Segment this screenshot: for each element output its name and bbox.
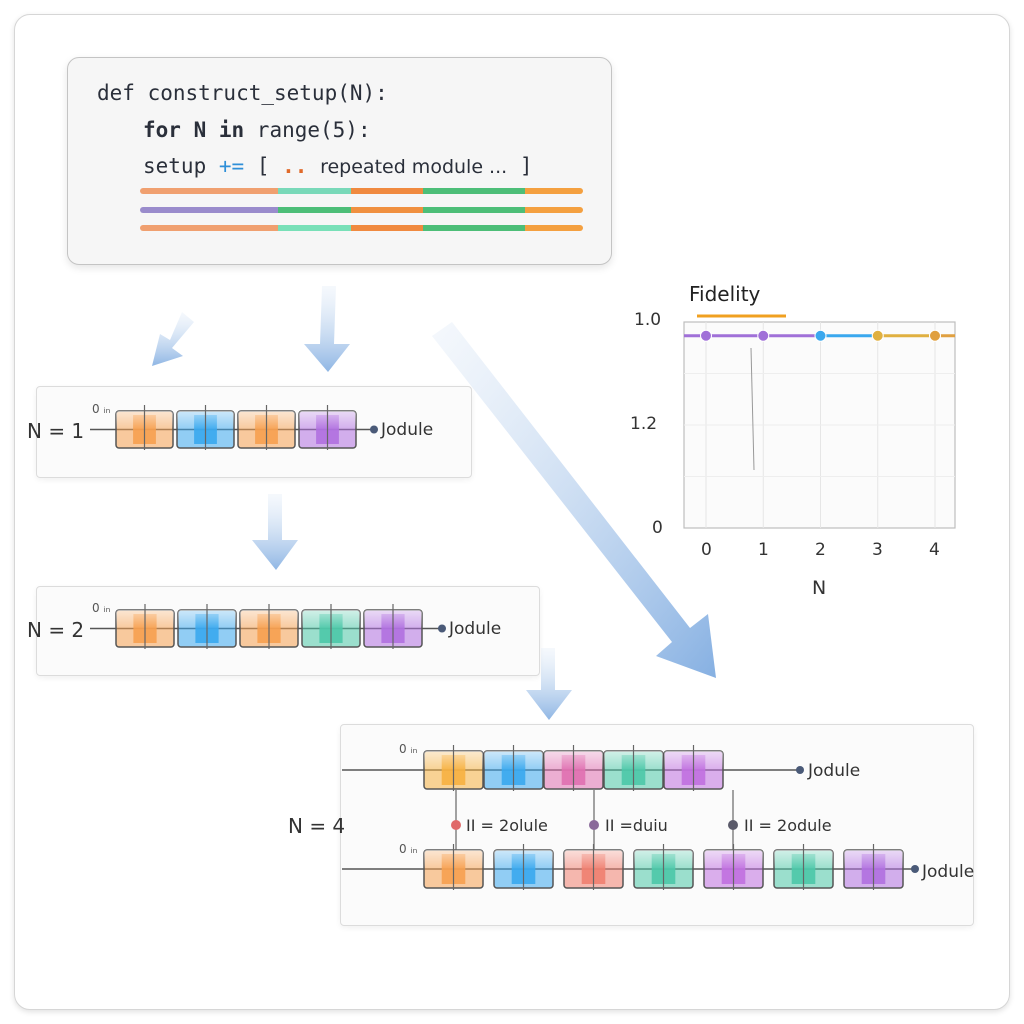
code-color-bar-3 <box>140 225 583 231</box>
code-line-setup: setup += [ .. repeated module ... ] <box>143 154 532 178</box>
chain-n1 <box>90 405 378 450</box>
chain-n4-top <box>342 745 804 791</box>
chain-n2 <box>90 604 446 649</box>
y-tick-1-0: 1.0 <box>634 310 662 330</box>
chain-n1-block-4 <box>298 405 357 450</box>
code-repeated-module: repeated module ... <box>320 156 508 178</box>
n4-connectors <box>451 790 738 850</box>
row-n4-mid-label-2: II =duiu <box>605 816 668 835</box>
fidelity-chart <box>683 314 956 529</box>
x-axis-label: N <box>812 577 827 599</box>
row-label-n1: N = 1 <box>27 419 85 443</box>
code-line-def: def construct_setup(N): <box>97 81 388 105</box>
row-n2-input-label: 0 ᵢₙ <box>92 601 111 615</box>
x-tick-1: 1 <box>758 540 769 560</box>
chain-n4-top-block-2 <box>483 745 544 791</box>
chain-n4-bottom-block-4 <box>633 844 694 890</box>
arrow-down-n4 <box>526 648 572 720</box>
code-color-bar-2 <box>140 207 583 213</box>
series-point-0 <box>700 329 712 342</box>
code-setup-keyword: setup <box>143 154 207 178</box>
code-open-bracket: [ <box>256 154 270 178</box>
series-point-3 <box>871 329 884 342</box>
code-for-range: range(5): <box>244 118 371 142</box>
row-n1-input-label: 0 ᵢₙ <box>92 402 111 416</box>
chain-n4-top-block-3 <box>543 745 604 791</box>
chart-artifact-line <box>750 347 755 471</box>
chain-n4-bottom-end-node <box>911 865 919 873</box>
arrow-down-n1 <box>304 286 350 372</box>
chain-n1-block-3 <box>237 405 296 450</box>
arrow-diagonal-n4 <box>432 322 716 678</box>
series-point-1 <box>757 329 770 342</box>
arrow-down-n2 <box>252 494 298 570</box>
x-tick-0: 0 <box>701 540 712 560</box>
n4-connector-node-1 <box>451 820 461 830</box>
row-n4-bottom-module-label: Jodule <box>922 862 975 882</box>
row-n4-top-module-label: Jodule <box>808 761 861 781</box>
chain-n4-top-end-node <box>796 766 804 774</box>
chain-n4-top-block-1 <box>423 745 484 791</box>
row-n4-top-input-label: 0 ᵢₙ <box>399 742 418 756</box>
code-for-keyword: for N in <box>143 118 245 142</box>
y-tick-0: 0 <box>652 518 663 538</box>
code-color-bar-1 <box>140 188 583 194</box>
chain-n1-block-2 <box>176 405 235 450</box>
row-n4-mid-label-3: II = 2odule <box>744 816 832 835</box>
row-n2-module-label: Jodule <box>449 619 502 639</box>
series-point-4 <box>929 329 941 342</box>
chain-n2-block-3 <box>239 604 299 649</box>
arrow-left-small <box>152 312 194 366</box>
chain-n4-bottom <box>342 844 919 890</box>
code-line-for: for N in range(5): <box>143 118 371 142</box>
y-tick-1-2: 1.2 <box>630 414 658 434</box>
x-tick-3: 3 <box>872 540 883 560</box>
code-close-bracket: ] <box>519 154 533 178</box>
row-n1-module-label: Jodule <box>381 420 434 440</box>
chart-series-fidelity <box>684 329 955 342</box>
n4-connector-node-2 <box>589 820 599 830</box>
x-tick-2: 2 <box>815 540 826 560</box>
chain-n4-bottom-block-2 <box>493 844 554 890</box>
chain-n2-block-5 <box>363 604 423 649</box>
chain-n4-bottom-block-3 <box>563 844 624 890</box>
chart-title: Fidelity <box>689 282 761 306</box>
row-label-n2: N = 2 <box>27 618 85 642</box>
chain-n2-block-1 <box>115 604 175 649</box>
series-point-2 <box>814 329 827 342</box>
row-n4-bottom-input-label: 0 ᵢₙ <box>399 842 418 856</box>
chain-n4-top-block-5 <box>663 745 724 791</box>
chain-n2-block-4 <box>301 604 361 649</box>
code-dots: .. <box>282 154 308 178</box>
x-tick-4: 4 <box>929 540 940 560</box>
chain-n1-block-1 <box>115 405 174 450</box>
row-label-n4: N = 4 <box>288 814 346 838</box>
chain-n2-block-2 <box>177 604 237 649</box>
code-plus-equals: += <box>218 154 245 178</box>
chain-n2-end-node <box>438 624 446 633</box>
n4-connector-node-3 <box>728 820 738 830</box>
chart-grid <box>684 322 955 528</box>
module-blocks <box>90 405 919 890</box>
row-n4-mid-label-1: II = 2olule <box>466 816 548 835</box>
chain-n4-bottom-block-1 <box>423 844 484 890</box>
chain-n4-bottom-block-6 <box>773 844 834 890</box>
chain-n1-end-node <box>370 425 378 434</box>
chain-n4-bottom-block-7 <box>843 844 904 890</box>
chain-n4-bottom-block-5 <box>703 844 764 890</box>
chain-n4-top-block-4 <box>603 745 664 791</box>
